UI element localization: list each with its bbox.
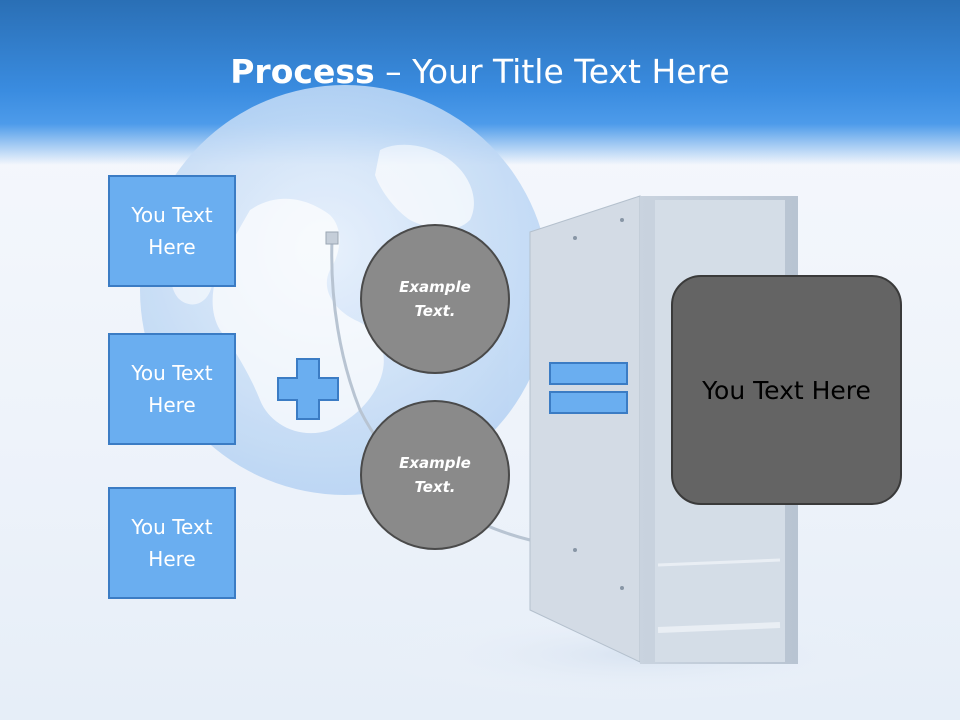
equals-icon: [549, 362, 628, 414]
input-box-2: You Text Here: [108, 333, 236, 445]
example-circle-1-label: Example Text.: [399, 278, 471, 320]
plus-icon: [277, 358, 339, 420]
input-box-1: You Text Here: [108, 175, 236, 287]
example-circle-2: Example Text.: [360, 400, 510, 550]
title-rest: – Your Title Text Here: [374, 52, 730, 91]
input-box-3: You Text Here: [108, 487, 236, 599]
result-box: You Text Here: [671, 275, 902, 505]
page-title: Process – Your Title Text Here: [0, 52, 960, 91]
title-bold: Process: [230, 52, 375, 91]
cable-plug: [325, 231, 339, 245]
example-circle-2-label: Example Text.: [399, 454, 471, 496]
example-circle-1: Example Text.: [360, 224, 510, 374]
